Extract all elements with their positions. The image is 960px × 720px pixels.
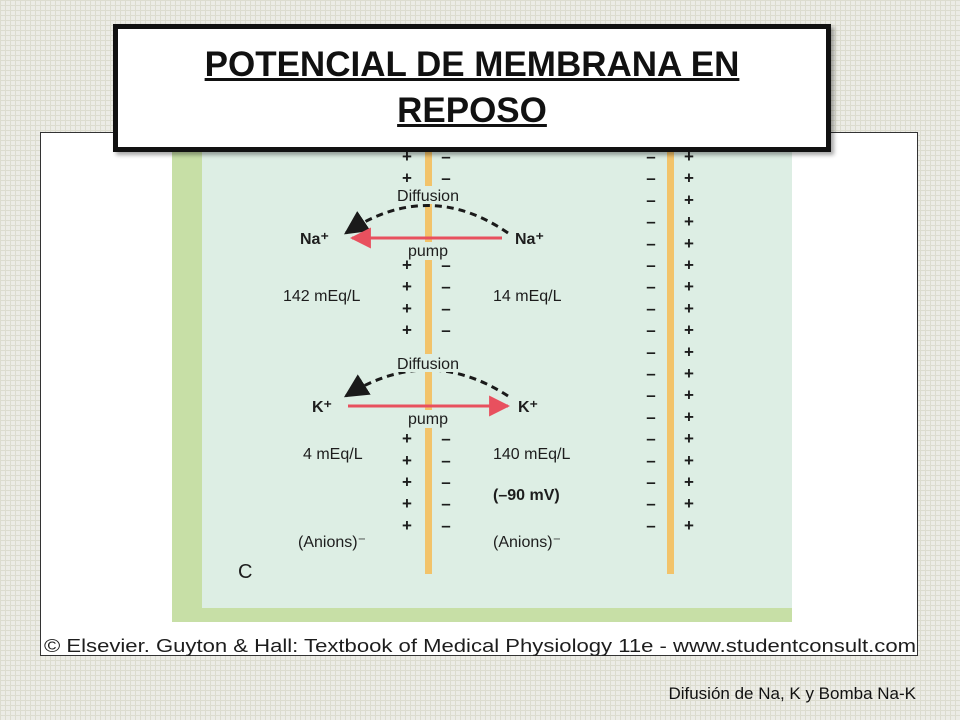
sodium-outside-concentration: 142 mEq/L: [283, 288, 360, 305]
panel-label: C: [238, 561, 252, 583]
left-membrane-minus: –: [441, 299, 450, 318]
label-bg: [386, 186, 470, 204]
left-membrane-plus: +: [402, 516, 412, 535]
label-bg: [398, 242, 460, 260]
copyright-line: © Elsevier. Guyton & Hall: Textbook of M…: [44, 636, 916, 656]
membrane-right: [667, 134, 674, 574]
extracellular-band: [172, 134, 202, 622]
anions-outside: (Anions)⁻: [298, 534, 366, 551]
left-membrane-plus: +: [402, 473, 412, 492]
sodium-inside-ion: Na⁺: [515, 231, 544, 248]
right-membrane-plus: +: [684, 299, 694, 318]
right-membrane-plus: +: [684, 516, 694, 535]
sodium-diffusion-label: Diffusion: [397, 188, 459, 205]
left-membrane-minus: –: [441, 429, 450, 448]
right-membrane-minus: –: [646, 451, 655, 470]
left-membrane-plus: +: [402, 169, 412, 188]
left-membrane-minus: –: [441, 169, 450, 188]
potassium-inside-concentration: 140 mEq/L: [493, 446, 570, 463]
right-membrane-minus: –: [646, 234, 655, 253]
figure-background: [202, 134, 792, 622]
right-membrane-minus: –: [646, 169, 655, 188]
right-membrane-plus: +: [684, 364, 694, 383]
right-membrane-minus: –: [646, 386, 655, 405]
right-membrane-plus: +: [684, 147, 694, 166]
right-membrane-minus: –: [646, 321, 655, 340]
left-membrane-plus: +: [402, 277, 412, 296]
right-membrane-plus: +: [684, 473, 694, 492]
sodium-pump-label: pump: [408, 243, 448, 260]
left-membrane-minus: –: [441, 321, 450, 340]
left-membrane-plus: +: [402, 299, 412, 318]
left-membrane-plus: +: [402, 451, 412, 470]
left-membrane-plus: +: [402, 429, 412, 448]
potassium-pump-label: pump: [408, 411, 448, 428]
right-membrane-minus: –: [646, 147, 655, 166]
right-membrane-plus: +: [684, 342, 694, 361]
left-membrane-plus: +: [402, 147, 412, 166]
left-membrane-minus: –: [441, 516, 450, 535]
right-membrane-plus: +: [684, 407, 694, 426]
right-membrane-minus: –: [646, 516, 655, 535]
right-membrane-minus: –: [646, 494, 655, 513]
slide-title: POTENCIAL DE MEMBRANA EN REPOSO: [204, 45, 740, 130]
left-membrane-plus: +: [402, 321, 412, 340]
right-membrane-minus: –: [646, 212, 655, 231]
potassium-outside-concentration: 4 mEq/L: [303, 446, 363, 463]
right-membrane-plus: +: [684, 169, 694, 188]
left-membrane-minus: –: [441, 473, 450, 492]
right-membrane-plus: +: [684, 256, 694, 275]
bottom-band: [172, 608, 792, 622]
right-membrane-plus: +: [684, 451, 694, 470]
right-membrane-plus: +: [684, 494, 694, 513]
potassium-diffusion-label: Diffusion: [397, 356, 459, 373]
right-membrane-minus: –: [646, 473, 655, 492]
left-membrane-plus: +: [402, 494, 412, 513]
sodium-inside-concentration: 14 mEq/L: [493, 288, 562, 305]
right-membrane-plus: +: [684, 277, 694, 296]
right-membrane-minus: –: [646, 364, 655, 383]
right-membrane-plus: +: [684, 429, 694, 448]
right-membrane-minus: –: [646, 429, 655, 448]
label-bg: [386, 354, 470, 372]
right-membrane-minus: –: [646, 407, 655, 426]
anions-inside: (Anions)⁻: [493, 534, 561, 551]
right-membrane-minus: –: [646, 277, 655, 296]
sodium-diffusion-arrow: [344, 204, 509, 235]
right-membrane-plus: +: [684, 190, 694, 209]
left-membrane-plus: +: [402, 256, 412, 275]
label-bg: [398, 410, 460, 428]
right-membrane-minus: –: [646, 190, 655, 209]
slide-title-box: POTENCIAL DE MEMBRANA EN REPOSO: [113, 24, 831, 152]
right-membrane-plus: +: [684, 386, 694, 405]
charge-columns: + + + + + + + + + + + – – – – – – – – – – – – – – – – – – – – – – – – – – – – –…: [402, 147, 694, 535]
right-membrane-plus: +: [684, 234, 694, 253]
sodium-outside-ion: Na⁺: [300, 231, 329, 248]
membrane-potential: (–90 mV): [493, 487, 560, 504]
left-membrane-minus: –: [441, 256, 450, 275]
right-membrane-minus: –: [646, 342, 655, 361]
left-membrane-minus: –: [441, 451, 450, 470]
right-membrane-minus: –: [646, 256, 655, 275]
right-membrane-minus: –: [646, 299, 655, 318]
left-membrane-minus: –: [441, 147, 450, 166]
right-membrane-plus: +: [684, 321, 694, 340]
potassium-outside-ion: K⁺: [312, 399, 332, 416]
potassium-inside-ion: K⁺: [518, 399, 538, 416]
left-membrane-minus: –: [441, 277, 450, 296]
slide-caption: Difusión de Na, K y Bomba Na-K: [668, 684, 916, 703]
right-membrane-plus: +: [684, 212, 694, 231]
left-membrane-minus: –: [441, 494, 450, 513]
